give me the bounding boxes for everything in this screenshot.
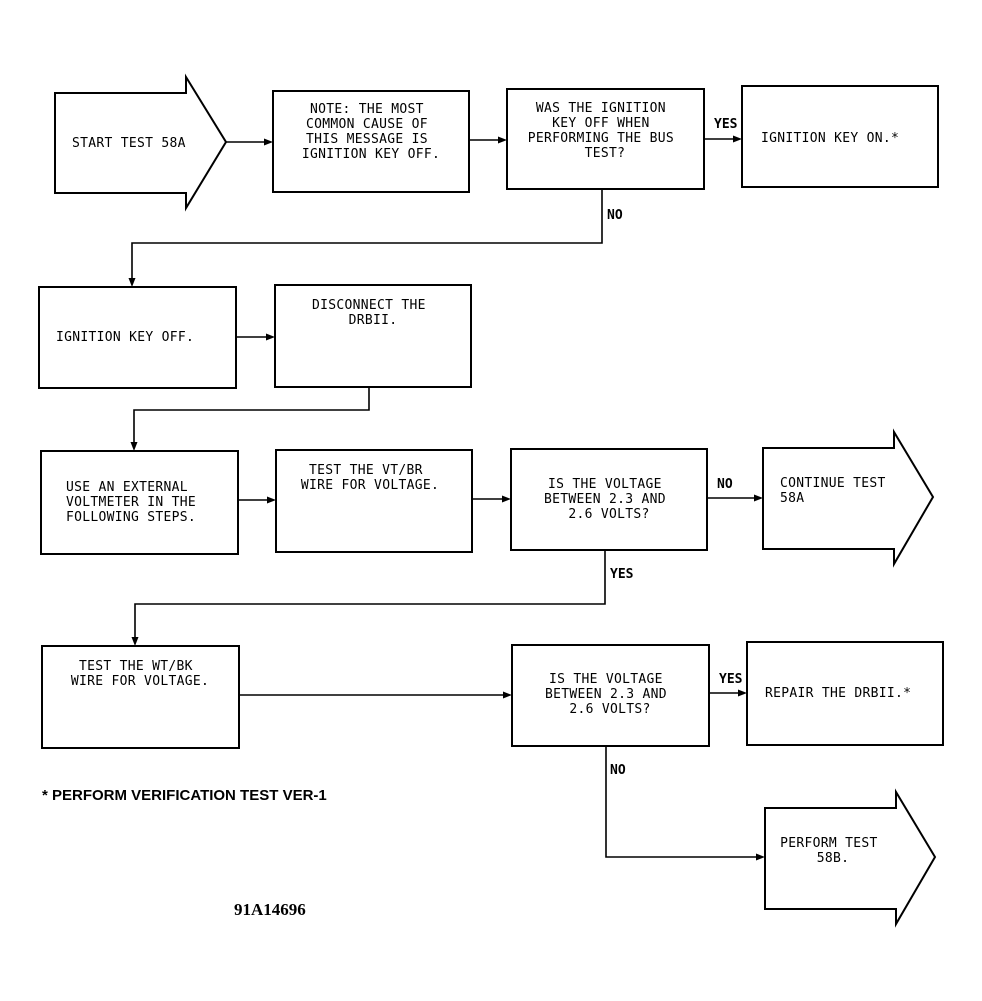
arrowhead xyxy=(130,442,138,451)
start-arrow-shape xyxy=(54,73,228,212)
branch-label-no: NO xyxy=(717,477,733,492)
start-test-text: START TEST 58A xyxy=(72,136,186,151)
branch-label-no: NO xyxy=(607,208,623,223)
continue-arrow-shape xyxy=(762,428,935,568)
use-voltmeter-text: USE AN EXTERNAL VOLTMETER IN THE FOLLOWI… xyxy=(66,480,204,525)
arrowhead xyxy=(733,135,742,143)
test-vtbr-box xyxy=(275,449,473,553)
arrowhead xyxy=(756,853,765,861)
branch-label-yes: YES xyxy=(719,672,743,687)
question-voltage-1-text: IS THE VOLTAGE BETWEEN 2.3 AND 2.6 VOLTS… xyxy=(544,477,674,522)
arrowhead xyxy=(266,333,275,341)
branch-label-yes: YES xyxy=(714,117,738,132)
key-off-box xyxy=(38,286,237,389)
connector-no-perform-58b xyxy=(605,746,759,858)
key-on-box xyxy=(741,85,939,188)
arrowhead xyxy=(498,136,507,144)
disconnect-box xyxy=(274,284,472,388)
continue-test-text: CONTINUE TEST 58A xyxy=(780,476,894,506)
test-wtbk-text: TEST THE WT/BK WIRE FOR VOLTAGE. xyxy=(71,659,209,689)
disconnect-text: DISCONNECT THE DRBII. xyxy=(312,298,434,328)
question-voltage-1-box xyxy=(510,448,708,551)
perform-58b-arrow-shape xyxy=(764,788,937,928)
arrowhead xyxy=(267,496,276,504)
question-key-off-box xyxy=(506,88,705,190)
repair-text: REPAIR THE DRBII.* xyxy=(765,686,911,701)
repair-box xyxy=(746,641,944,746)
arrowhead xyxy=(264,138,273,146)
test-wtbk-box xyxy=(41,645,240,749)
use-voltmeter-box xyxy=(40,450,239,555)
arrowhead xyxy=(502,495,511,503)
arrowhead xyxy=(754,494,763,502)
branch-label-yes: YES xyxy=(610,567,634,582)
test-vtbr-text: TEST THE VT/BR WIRE FOR VOLTAGE. xyxy=(301,463,439,493)
footnote: * PERFORM VERIFICATION TEST VER-1 xyxy=(42,787,327,804)
branch-label-no: NO xyxy=(610,763,626,778)
arrowhead xyxy=(131,637,139,646)
question-key-off-text: WAS THE IGNITION KEY OFF WHEN PERFORMING… xyxy=(528,101,682,161)
connector-yes-wtbk xyxy=(134,550,606,640)
connector-no-key-off xyxy=(131,189,603,281)
key-off-text: IGNITION KEY OFF. xyxy=(56,330,194,345)
key-on-text: IGNITION KEY ON.* xyxy=(761,131,899,146)
question-voltage-2-text: IS THE VOLTAGE BETWEEN 2.3 AND 2.6 VOLTS… xyxy=(545,672,675,717)
arrowhead xyxy=(503,691,512,699)
perform-58b-text: PERFORM TEST 58B. xyxy=(780,836,886,866)
arrowhead xyxy=(128,278,136,287)
arrowhead xyxy=(738,689,747,697)
connector-disconnect-voltmeter xyxy=(133,387,370,445)
note-text: NOTE: THE MOST COMMON CAUSE OF THIS MESS… xyxy=(302,102,440,162)
question-voltage-2-box xyxy=(511,644,710,747)
note-box xyxy=(272,90,470,193)
figure-code: 91A14696 xyxy=(234,900,306,919)
